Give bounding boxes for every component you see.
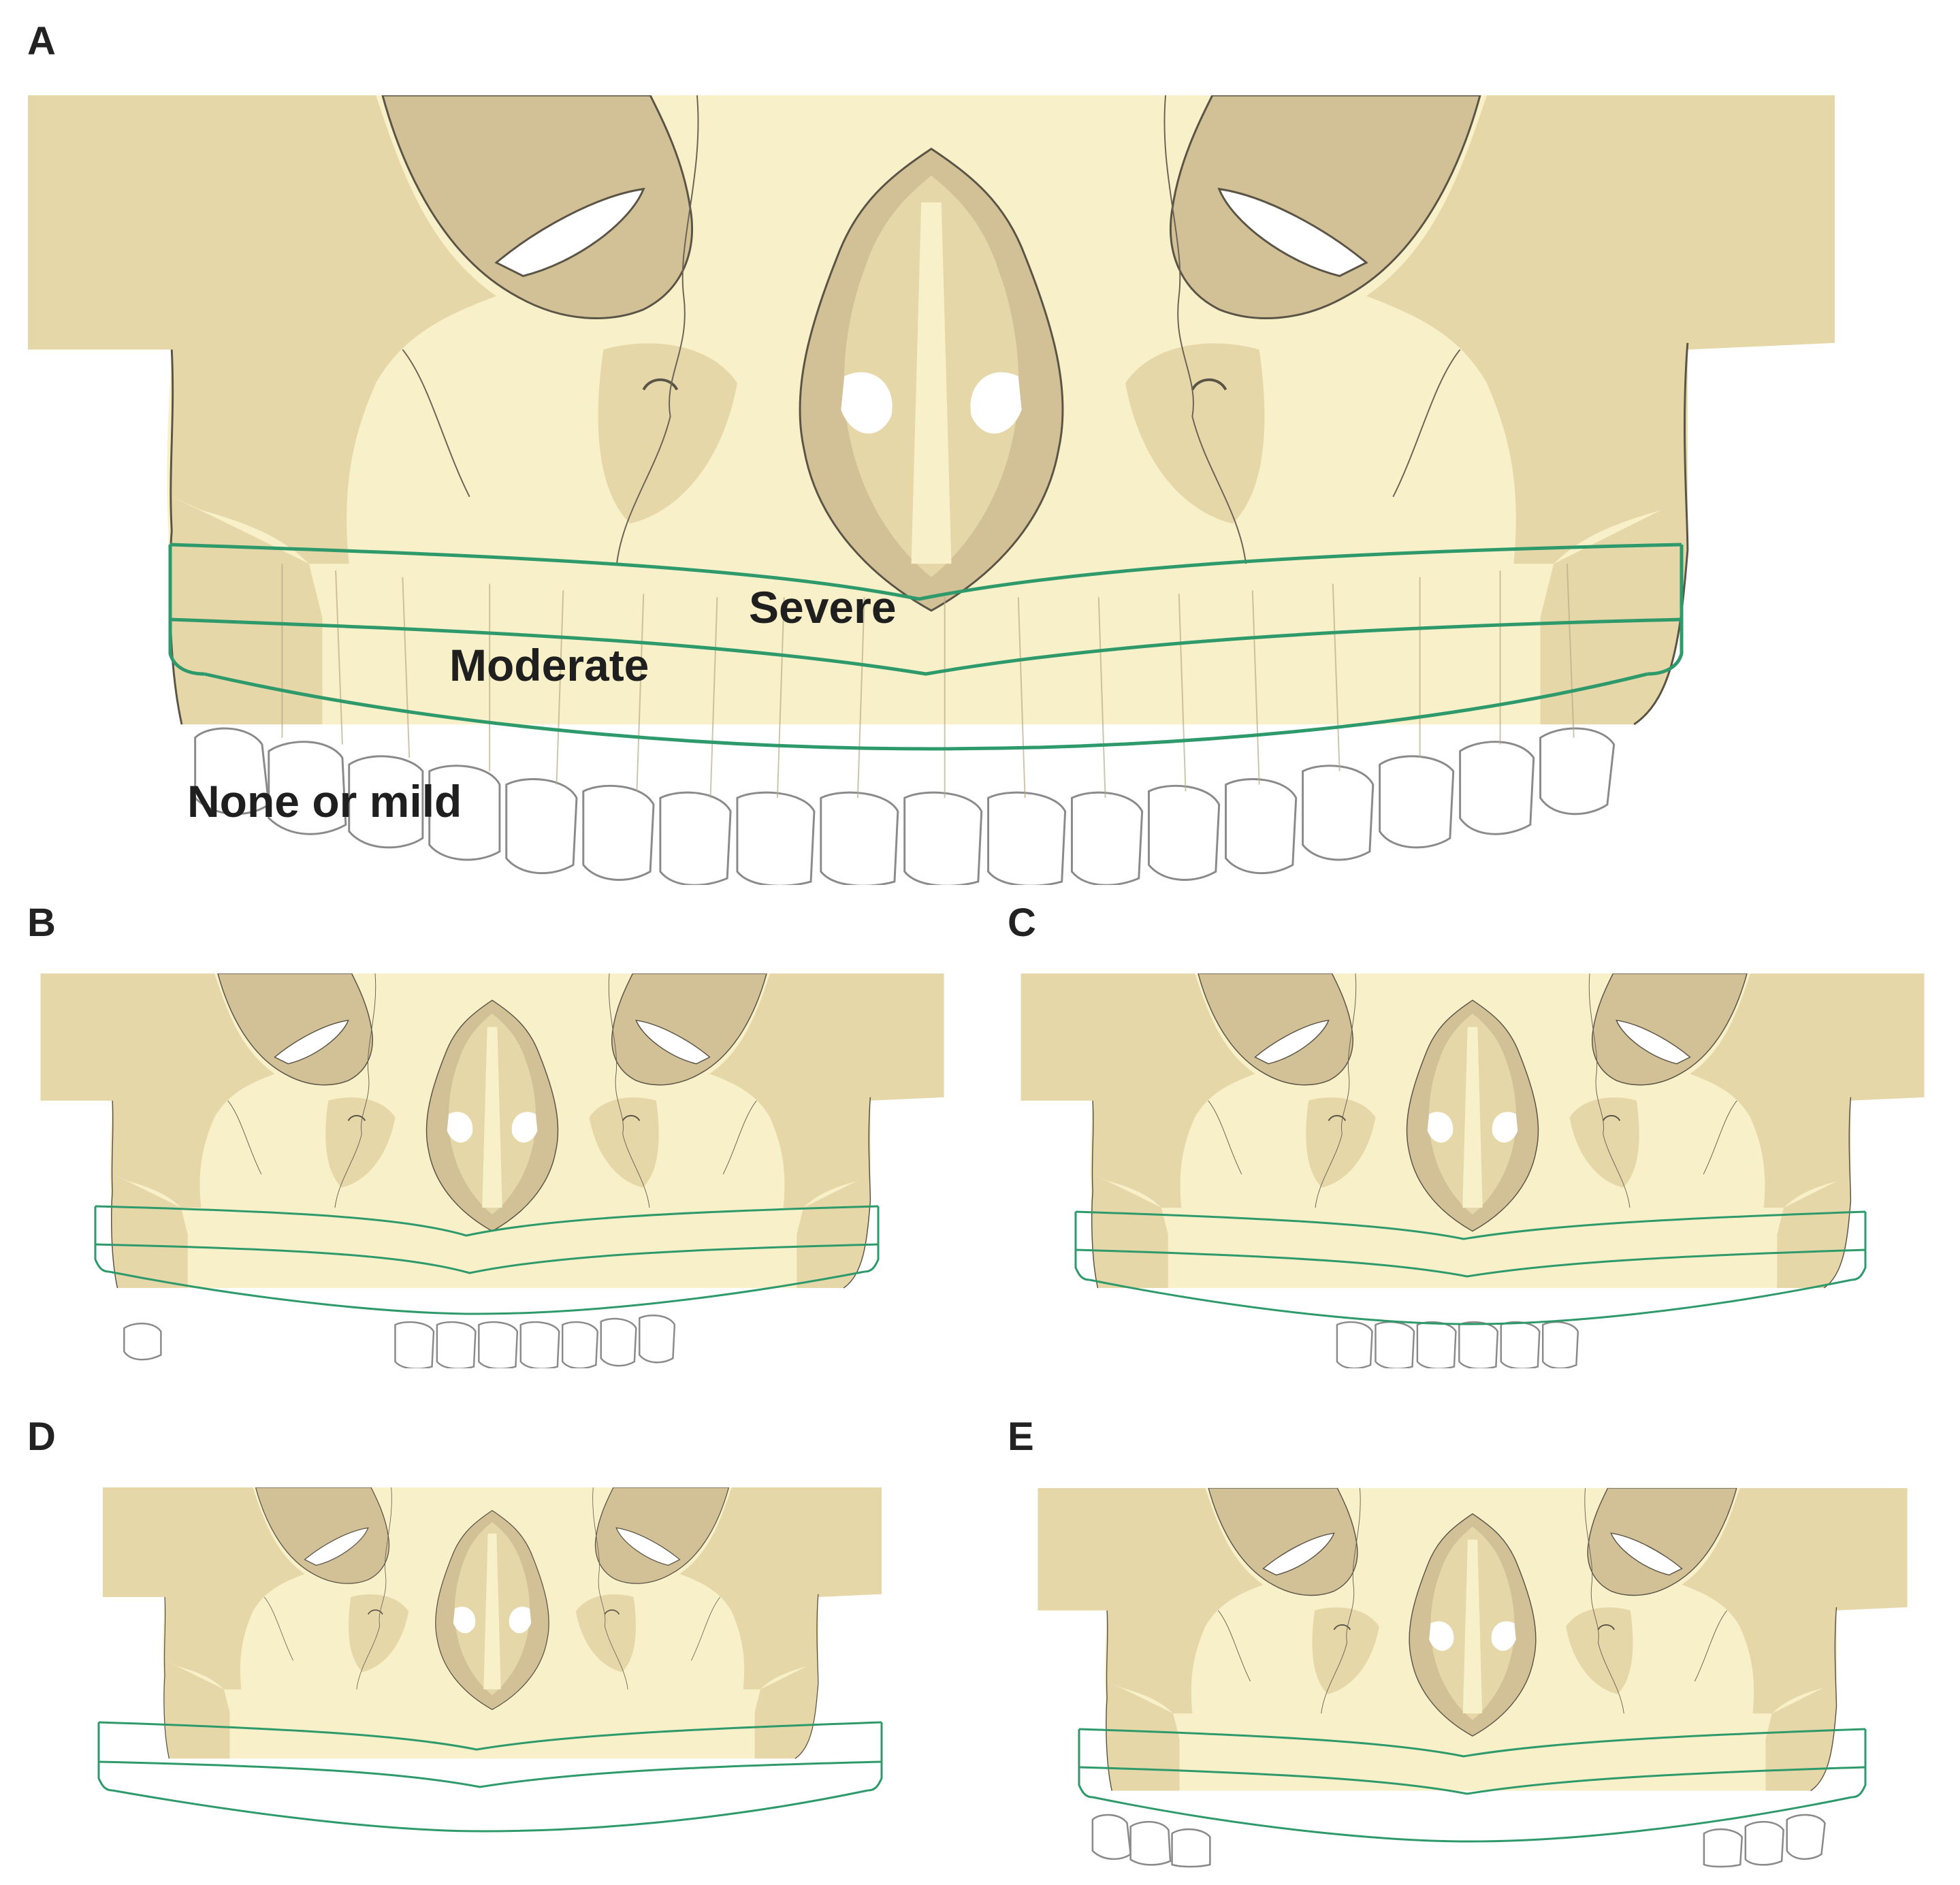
panel-letter-e: E xyxy=(1008,1415,1034,1459)
panel-c: C xyxy=(1008,901,1925,1368)
band-line-top xyxy=(170,543,1682,601)
panel-e: E xyxy=(1008,1415,1908,1868)
severity-bands-d xyxy=(97,1721,883,1833)
severity-bands-b xyxy=(94,1205,880,1315)
severity-bands-c xyxy=(1074,1210,1867,1325)
label-moderate: Moderate xyxy=(449,640,649,690)
panel-letter-d: D xyxy=(27,1415,56,1459)
panel-letter-b: B xyxy=(27,901,56,945)
band-line-bottom xyxy=(204,672,1648,751)
band-line-middle xyxy=(170,617,1682,676)
severity-bands-e xyxy=(1078,1728,1867,1843)
panel-b: B xyxy=(27,901,944,1368)
severity-bands xyxy=(168,543,1684,751)
panel-a: A Severe Moderate None or mild xyxy=(27,19,1835,886)
panel-letter-a: A xyxy=(27,19,56,63)
panel-d: D xyxy=(27,1415,883,1833)
label-severe: Severe xyxy=(749,582,897,632)
panel-letter-c: C xyxy=(1008,901,1036,945)
label-none-or-mild: None or mild xyxy=(187,776,462,826)
